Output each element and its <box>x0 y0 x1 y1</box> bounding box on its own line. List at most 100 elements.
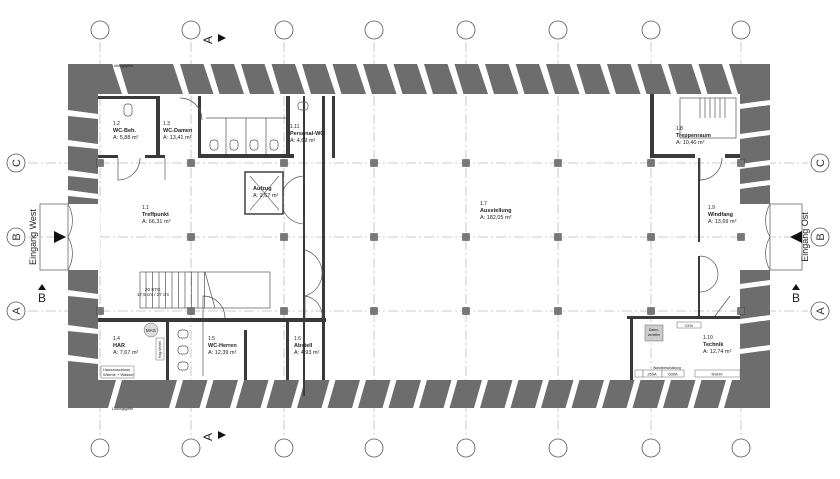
column <box>96 159 104 167</box>
datenverteiler-label-1: Daten- <box>649 328 660 332</box>
250a-label: 250A <box>647 372 657 377</box>
axis-bubble <box>6 227 26 247</box>
room-name: Abstell <box>294 343 313 349</box>
room-name: Windfang <box>708 212 733 218</box>
section-marker-a-bottom: A <box>201 431 226 441</box>
axis-bubble <box>181 438 201 458</box>
room-number: 1.11 <box>290 124 300 130</box>
axis-bubble <box>6 153 26 173</box>
room-number: 1.5 <box>208 336 215 342</box>
svg-text:B: B <box>38 291 46 305</box>
room-number: 1.7 <box>480 201 487 207</box>
entrance-marker-east <box>790 231 802 243</box>
axis-labels-top <box>90 20 751 40</box>
axis-bubble <box>456 438 476 458</box>
axis-labels-bottom <box>90 438 751 458</box>
column <box>647 159 655 167</box>
axis-label: B <box>815 233 827 240</box>
room-number: 1.2 <box>113 121 120 127</box>
room-name: Technik <box>703 342 724 348</box>
equipment: MAG Hzg.Verteil. Hausanschluss Wärme + W… <box>100 321 741 379</box>
entrance-east-label: Eingang Ost <box>800 212 810 262</box>
structural-columns <box>96 159 745 315</box>
column <box>187 159 195 167</box>
axis-label: A <box>815 307 827 315</box>
room-name: Ausstellung <box>480 208 511 214</box>
room-name: WC-Herren <box>208 343 237 349</box>
stair-steps: 20 STG <box>145 287 161 292</box>
column <box>554 159 562 167</box>
room-area: A: 182,05 m² <box>480 215 512 221</box>
nshv-label: NSHV <box>711 372 722 377</box>
axis-bubble <box>364 438 384 458</box>
axis-bubble <box>364 20 384 40</box>
column <box>737 307 745 315</box>
axis-bubble <box>274 20 294 40</box>
axis-bubble <box>731 20 751 40</box>
column <box>370 159 378 167</box>
column <box>96 307 104 315</box>
axis-label: A <box>11 307 23 315</box>
axis-bubble <box>548 20 568 40</box>
room-wc-beh: 1.2WC-Beh.A: 5,88 m² <box>113 121 139 141</box>
room-number: 1.8 <box>676 126 683 132</box>
axis-bubble <box>181 20 201 40</box>
section-marker-b-left: B <box>38 284 46 305</box>
axis-bubble <box>548 438 568 458</box>
section-marker-b-right: B <box>792 284 800 305</box>
room-number: 1.3 <box>163 121 170 127</box>
room-area: A: 13,41 m² <box>163 135 192 141</box>
room-area: A: 13,69 m² <box>708 219 737 225</box>
column <box>370 307 378 315</box>
hausanschluss-label-2: Wärme + Wasser <box>103 372 135 377</box>
stair-main <box>139 271 271 309</box>
column <box>187 233 195 241</box>
axis-bubble <box>810 153 830 173</box>
interior-walls <box>98 94 740 396</box>
column <box>280 233 288 241</box>
room-number: 1.10 <box>703 335 713 341</box>
axis-bubble <box>810 301 830 321</box>
axis-label: C <box>815 159 827 167</box>
column <box>647 233 655 241</box>
room-name: WC-Beh. <box>113 128 136 134</box>
elevator-shaft <box>244 171 284 215</box>
mag-label: MAG <box>146 328 157 333</box>
grid-lines <box>28 42 808 436</box>
column <box>462 233 470 241</box>
room-area: A: 7,67 m² <box>113 350 139 356</box>
axis-label: B <box>11 233 23 240</box>
column <box>187 307 195 315</box>
room-name: WC-Damen <box>163 128 193 134</box>
axis-bubble <box>90 438 110 458</box>
axis-bubble <box>274 438 294 458</box>
axis-labels-right: C B A <box>810 153 830 321</box>
column <box>280 307 288 315</box>
entrance-marker-west <box>54 231 66 243</box>
room-area: A: 2,67 m² <box>253 193 279 199</box>
room-area: A: 4,69 m² <box>290 138 316 144</box>
entrance-door-west[interactable] <box>39 203 73 271</box>
hausanschluss-label-1: Hausanschluss <box>103 367 130 372</box>
svg-text:B: B <box>792 291 800 305</box>
room-area: A: 12,74 m² <box>703 349 732 355</box>
axis-bubble <box>810 227 830 247</box>
datenverteiler-label-2: verteiler <box>648 333 661 337</box>
column <box>370 233 378 241</box>
column <box>554 233 562 241</box>
column <box>462 159 470 167</box>
axis-labels-left: CBA <box>6 153 26 321</box>
room-number: 1.1 <box>142 205 149 211</box>
room-area: A: 12,39 m² <box>208 350 237 356</box>
interior-doors[interactable] <box>117 97 731 319</box>
